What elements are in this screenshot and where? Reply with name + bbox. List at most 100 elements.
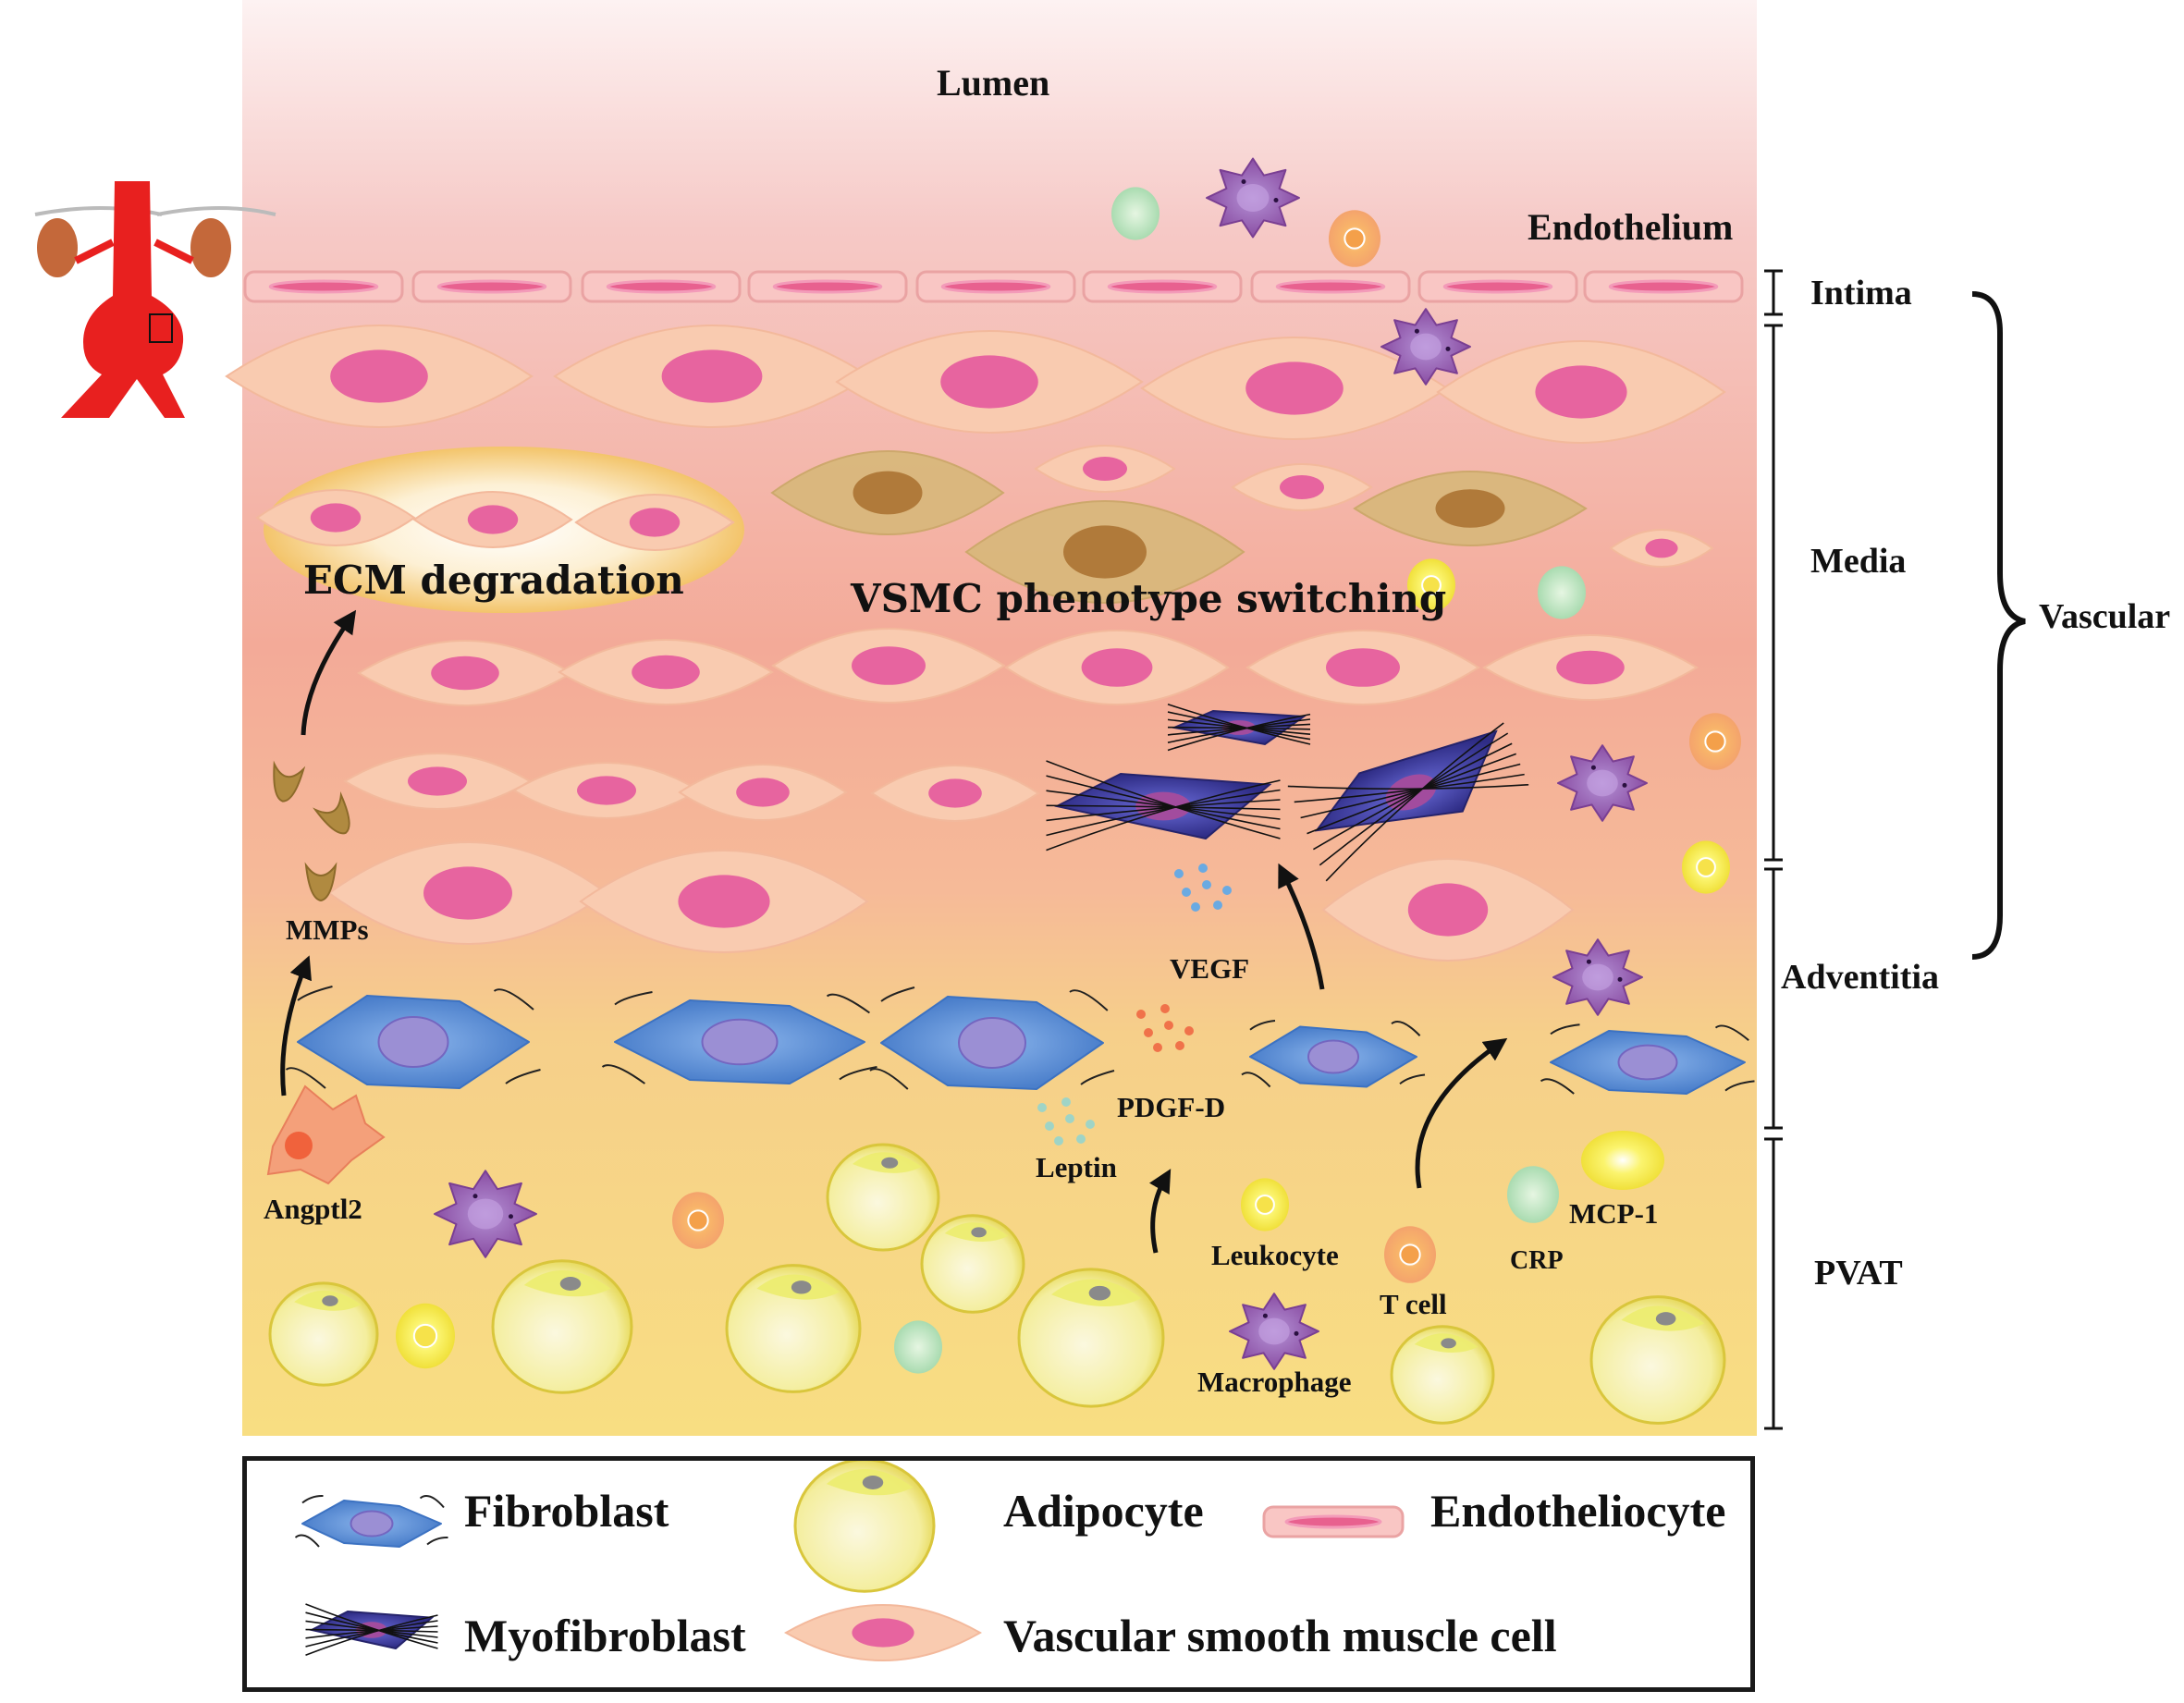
angptl2-to-mmps-arrow bbox=[280, 955, 312, 1097]
vsmc-cell bbox=[255, 488, 416, 547]
adipocyte-cell bbox=[826, 1143, 940, 1252]
synthetic-vsmc-cell bbox=[964, 499, 1245, 605]
angptl2-cell bbox=[266, 1084, 386, 1185]
kidney-icon bbox=[37, 218, 78, 277]
endotheliocyte-cell bbox=[411, 270, 572, 303]
endotheliocyte-cell bbox=[581, 270, 742, 303]
synthetic-vsmc-cell bbox=[770, 449, 1005, 536]
vsmc-cell bbox=[327, 840, 608, 946]
vsmc-cell bbox=[1004, 629, 1230, 706]
vsmc-cell bbox=[678, 763, 848, 822]
adipocyte-cell bbox=[1017, 1268, 1165, 1408]
crp-label: CRP bbox=[1510, 1246, 1564, 1275]
crp-cell-cell bbox=[1111, 187, 1159, 240]
adipocyte-cell bbox=[268, 1281, 379, 1387]
vsmc-cell bbox=[870, 764, 1040, 823]
mmp-enzyme bbox=[273, 760, 306, 802]
mmp-enzyme bbox=[313, 791, 350, 835]
mmps-to-ecm-arrow bbox=[301, 609, 357, 736]
adventitia-label: Adventitia bbox=[1781, 958, 1939, 997]
endotheliocyte-cell bbox=[1583, 270, 1744, 303]
pvat-label: PVAT bbox=[1814, 1254, 1903, 1293]
t-cell-cell bbox=[1329, 210, 1380, 267]
mcp-1-cell bbox=[1581, 1131, 1664, 1190]
fibroblast-cell bbox=[1540, 1023, 1755, 1095]
t-cell-cell bbox=[672, 1192, 724, 1249]
pdgf-d-molecules bbox=[1136, 1004, 1194, 1052]
leptin-label: Leptin bbox=[1036, 1151, 1117, 1183]
vsmc-cell bbox=[1436, 339, 1726, 445]
endothelium-label: Endothelium bbox=[1528, 206, 1734, 248]
mcp-1-label: MCP-1 bbox=[1569, 1197, 1659, 1230]
legend-icons bbox=[294, 1461, 1405, 1662]
legend-endotheliocyte-label: Endotheliocyte bbox=[1430, 1485, 1726, 1537]
endotheliocyte-cell bbox=[1250, 270, 1411, 303]
vsmc-cell bbox=[1140, 336, 1449, 441]
media-label: Media bbox=[1810, 542, 1907, 581]
crp-cell-cell bbox=[894, 1320, 942, 1374]
adipocyte-cell bbox=[491, 1259, 633, 1394]
mmps-label: MMPs bbox=[286, 913, 369, 946]
adipocyte-cell bbox=[1390, 1325, 1495, 1425]
vegf-molecules bbox=[1174, 864, 1232, 912]
leptin-molecules bbox=[1037, 1097, 1095, 1146]
leukocyte-label: Leukocyte bbox=[1211, 1239, 1339, 1271]
vsmc-cell bbox=[1609, 528, 1714, 569]
vsmc-cell bbox=[558, 638, 774, 706]
layer-brackets bbox=[1764, 269, 1783, 1430]
mmp-enzyme bbox=[304, 862, 337, 902]
aorta-thumbnail bbox=[34, 181, 276, 418]
endotheliocyte-cell bbox=[1262, 1505, 1405, 1538]
leukocyte-cell bbox=[1682, 840, 1730, 894]
macrophage-cell bbox=[434, 1170, 537, 1258]
macrophage-cell bbox=[1206, 157, 1300, 239]
fibroblast-cell bbox=[294, 1494, 448, 1548]
crp-cell-cell bbox=[1507, 1166, 1559, 1223]
adipocyte-cell bbox=[1589, 1295, 1726, 1425]
vsmc-cell bbox=[1482, 633, 1699, 702]
t-cell-label: T cell bbox=[1380, 1288, 1447, 1320]
legend-adipocyte-label: Adipocyte bbox=[1003, 1485, 1204, 1537]
adipocyte-cell bbox=[725, 1264, 862, 1393]
vsmc-cell bbox=[1321, 857, 1575, 962]
vsmc-cell bbox=[553, 324, 871, 429]
adipocyte-cell bbox=[920, 1214, 1025, 1314]
fibroblast-cell bbox=[1241, 1020, 1426, 1088]
tcell-arrow bbox=[1415, 1037, 1508, 1189]
vegf-to-myofibroblast-arrow bbox=[1278, 863, 1325, 990]
ecm-degradation-label: ECM degradation bbox=[303, 557, 684, 603]
vsmc-cell bbox=[512, 761, 701, 820]
vsmc-cell bbox=[579, 849, 869, 954]
legend bbox=[242, 1456, 1755, 1692]
myofibroblast-cell bbox=[1287, 722, 1529, 882]
vsmc-cell bbox=[771, 627, 1006, 704]
adipocyte-cell bbox=[793, 1461, 936, 1593]
t-cell-cell bbox=[1384, 1226, 1436, 1283]
leukocyte-cell bbox=[1407, 558, 1455, 612]
pdgf-d-label: PDGF-D bbox=[1117, 1091, 1226, 1123]
leukocyte-cell bbox=[396, 1303, 455, 1369]
vsmc-cell bbox=[783, 1603, 983, 1662]
legend-fibroblast-label: Fibroblast bbox=[464, 1485, 669, 1537]
macrophage-cell bbox=[1380, 308, 1471, 386]
endotheliocyte-cell bbox=[243, 270, 404, 303]
vsmc-cell bbox=[225, 324, 534, 429]
fibroblast-cell bbox=[869, 986, 1115, 1090]
vegf-label: VEGF bbox=[1170, 952, 1250, 985]
legend-myofibroblast-label: Myofibroblast bbox=[464, 1610, 746, 1661]
myofibroblast-cell bbox=[1167, 704, 1311, 752]
t-cell-cell bbox=[1689, 713, 1741, 770]
vascular-brace bbox=[1971, 291, 2026, 960]
macrophage-cell bbox=[1229, 1293, 1319, 1370]
lumen-label: Lumen bbox=[937, 62, 1050, 104]
vsmc-cell bbox=[1245, 629, 1480, 706]
macrophage-cell bbox=[1552, 938, 1643, 1016]
fibroblast-cell bbox=[601, 991, 877, 1084]
endotheliocyte-cell bbox=[915, 270, 1076, 303]
macrophage-label: Macrophage bbox=[1197, 1366, 1352, 1398]
legend-vsmc-label: Vascular smooth muscle cell bbox=[1003, 1610, 1557, 1661]
leukocyte-cell bbox=[1241, 1178, 1289, 1231]
vsmc-cell bbox=[835, 329, 1144, 435]
